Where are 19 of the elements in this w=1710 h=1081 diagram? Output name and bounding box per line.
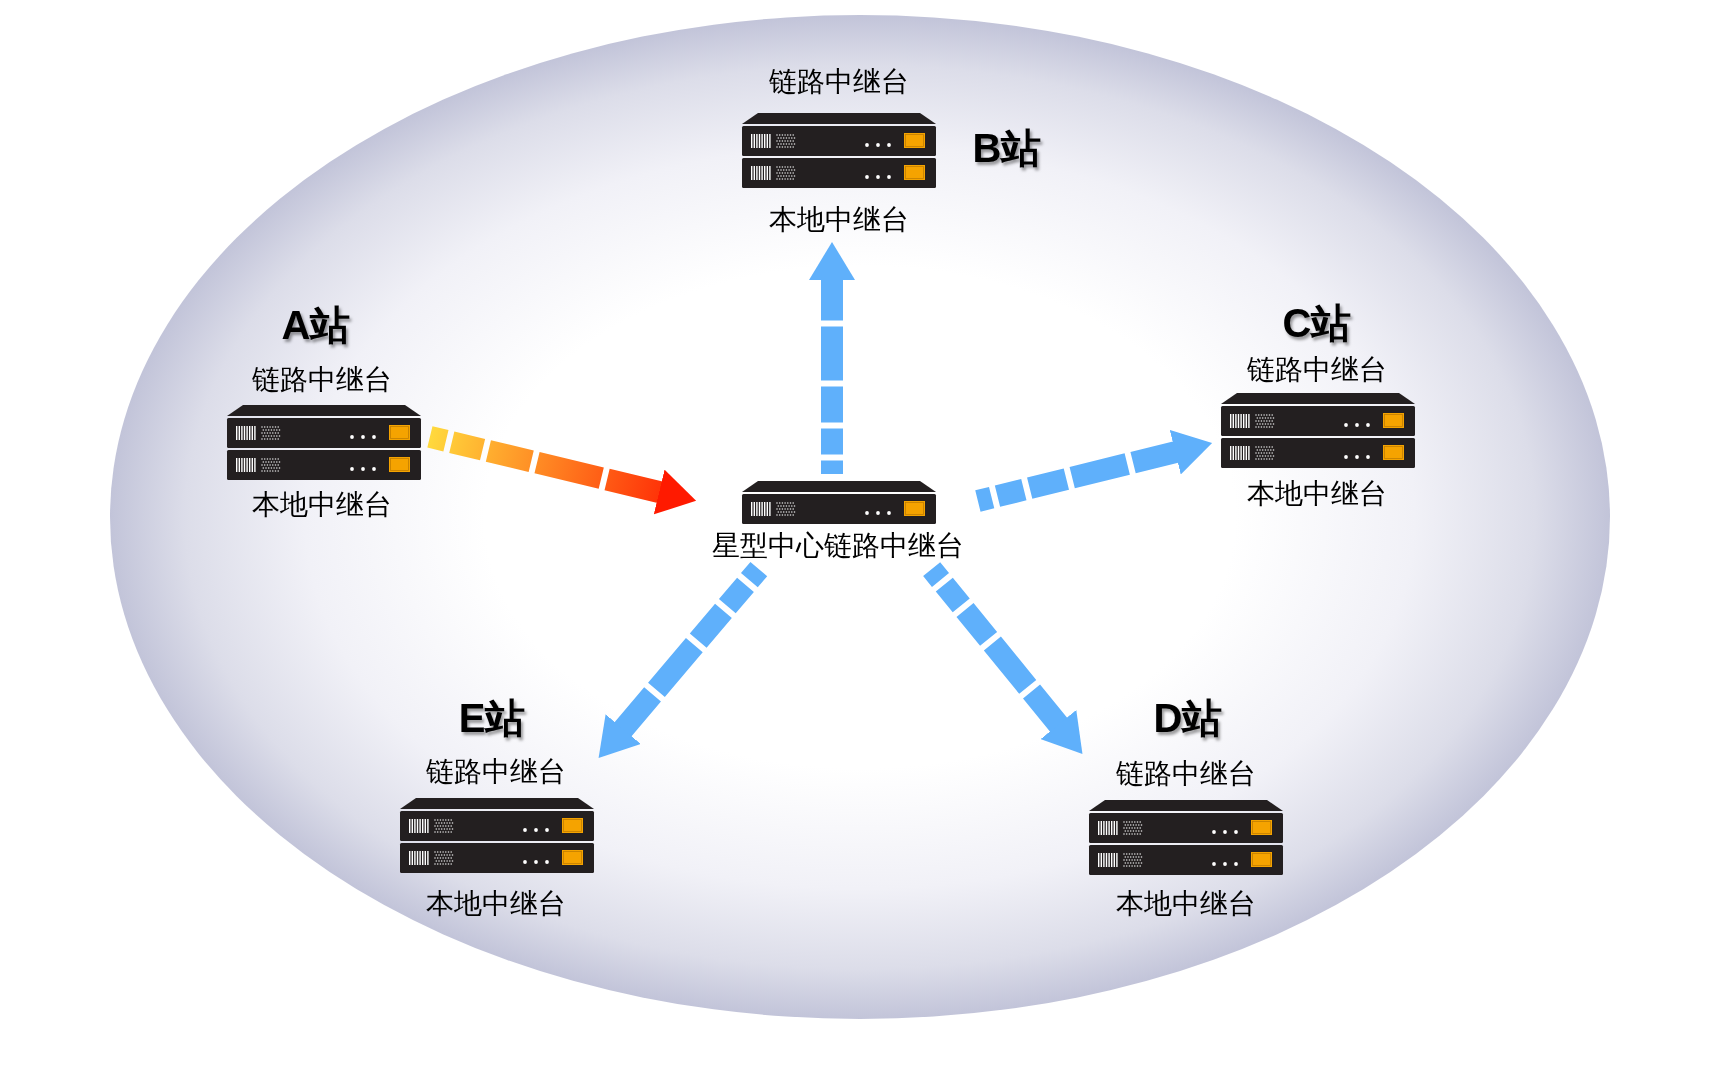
- arrow: [809, 242, 855, 474]
- device-label: 本地中继台: [769, 204, 909, 237]
- device-label: 本地中继台: [1116, 888, 1256, 921]
- station-name: D站: [1153, 696, 1223, 740]
- device-label: 链路中继台: [1247, 354, 1387, 387]
- device-label: 链路中继台: [252, 364, 392, 397]
- station-name: A站: [281, 303, 351, 347]
- arrow: [975, 429, 1215, 512]
- device-label: 本地中继台: [252, 489, 392, 522]
- device-label: 链路中继台: [769, 66, 909, 99]
- device-label: 链路中继台: [1116, 758, 1256, 791]
- device-label: 链路中继台: [426, 756, 566, 789]
- station-name: B站: [972, 126, 1042, 170]
- device-label: 本地中继台: [1247, 478, 1387, 511]
- device-label: 星型中心链路中继台: [712, 530, 964, 563]
- arrow: [427, 426, 699, 515]
- device-label: 本地中继台: [426, 888, 566, 921]
- station-name: C站: [1282, 301, 1352, 345]
- station-name: E站: [458, 696, 526, 740]
